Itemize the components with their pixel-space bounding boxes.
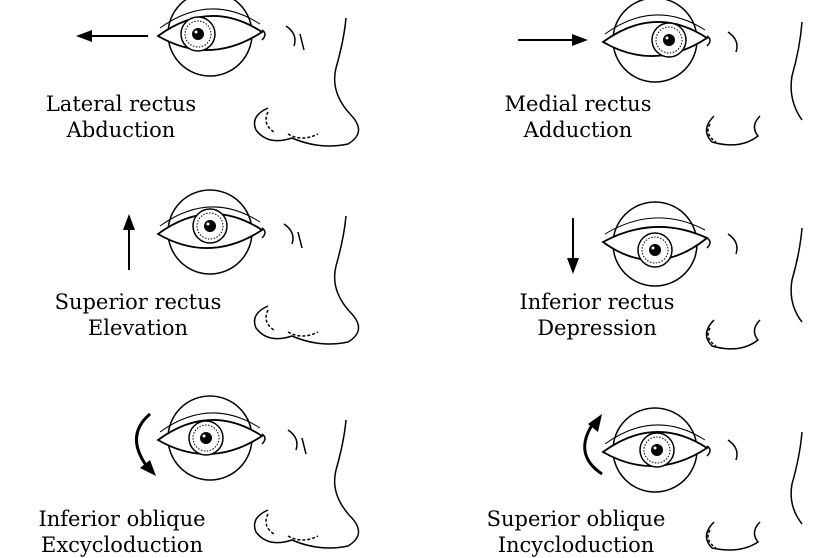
- caption: Medial rectus Adduction: [490, 91, 666, 143]
- eye-icon: [158, 396, 265, 480]
- caption: Superior oblique Incycloduction: [460, 506, 692, 558]
- muscle-label: Lateral rectus: [30, 91, 212, 117]
- action-label: Incycloduction: [460, 532, 692, 558]
- curved-arrow-up-icon: [585, 414, 602, 474]
- arrow-up-icon: [123, 214, 135, 270]
- caption: Inferior oblique Excycloduction: [6, 506, 238, 558]
- eye-icon: [603, 0, 710, 82]
- nose-icon: [706, 432, 802, 550]
- action-label: Depression: [490, 315, 704, 341]
- nose-icon: [255, 216, 359, 344]
- caption: Lateral rectus Abduction: [30, 91, 212, 143]
- caption: Inferior rectus Depression: [490, 289, 704, 341]
- panel-inferior-oblique: Inferior oblique Excycloduction: [0, 376, 400, 556]
- action-label: Abduction: [30, 117, 212, 143]
- caption: Superior rectus Elevation: [28, 289, 248, 341]
- nose-icon: [706, 228, 802, 349]
- action-label: Elevation: [28, 315, 248, 341]
- panel-superior-rectus: Superior rectus Elevation: [0, 188, 400, 368]
- muscle-label: Superior rectus: [28, 289, 248, 315]
- eye-icon: [158, 0, 265, 76]
- eye-nose-illustration: [0, 0, 400, 180]
- arrow-left-icon: [76, 30, 148, 42]
- muscle-label: Inferior oblique: [6, 506, 238, 532]
- muscle-label: Inferior rectus: [490, 289, 704, 315]
- eye-nose-illustration: [410, 0, 810, 180]
- arrow-down-icon: [567, 218, 579, 274]
- eye-nose-illustration: [0, 188, 400, 368]
- eye-icon: [158, 190, 265, 274]
- nose-icon: [706, 22, 802, 145]
- panel-lateral-rectus: Lateral rectus Abduction: [0, 0, 400, 180]
- action-label: Adduction: [490, 117, 666, 143]
- panel-medial-rectus: Medial rectus Adduction: [410, 0, 810, 180]
- panel-inferior-rectus: Inferior rectus Depression: [410, 188, 810, 368]
- muscle-label: Superior oblique: [460, 506, 692, 532]
- eye-icon: [603, 202, 710, 286]
- muscle-label: Medial rectus: [490, 91, 666, 117]
- panel-superior-oblique: Superior oblique Incycloduction: [410, 376, 810, 556]
- curved-arrow-down-icon: [136, 414, 156, 476]
- eye-icon: [603, 408, 710, 492]
- action-label: Excycloduction: [6, 532, 238, 558]
- eye-nose-illustration: [410, 188, 810, 368]
- arrow-right-icon: [518, 34, 588, 46]
- nose-icon: [255, 420, 359, 548]
- nose-icon: [255, 18, 359, 146]
